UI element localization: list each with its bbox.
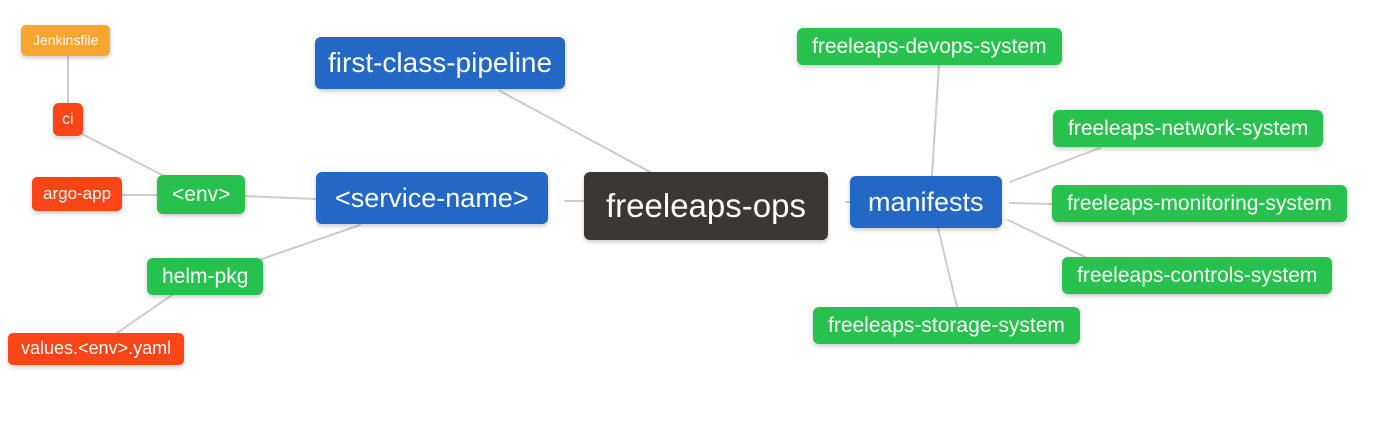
- node-monitoring-system[interactable]: freeleaps-monitoring-system: [1052, 185, 1347, 223]
- node-controls-system[interactable]: freeleaps-controls-system: [1062, 257, 1333, 295]
- edge-manifests-controls-system: [1007, 219, 1086, 258]
- node-manifests[interactable]: manifests: [850, 176, 1002, 229]
- node-first-class-pipeline[interactable]: first-class-pipeline: [315, 37, 566, 89]
- node-service-name[interactable]: <service-name>: [316, 172, 548, 225]
- edge-ci-env: [81, 133, 169, 179]
- node-values-env-yaml[interactable]: values.<env>.yaml: [8, 333, 185, 365]
- node-devops-system[interactable]: freeleaps-devops-system: [797, 28, 1062, 66]
- edge-first-class-pipeline-freeleaps-ops: [499, 90, 651, 173]
- node-storage-system[interactable]: freeleaps-storage-system: [813, 307, 1080, 345]
- edge-helm-pkg-service-name: [261, 224, 361, 260]
- node-ci[interactable]: ci: [53, 103, 83, 137]
- node-freeleaps-ops[interactable]: freeleaps-ops: [584, 172, 828, 240]
- edge-manifests-monitoring-system: [1009, 202, 1053, 205]
- edge-values-env-yaml-helm-pkg: [116, 294, 173, 334]
- edge-manifests-network-system: [1009, 147, 1101, 183]
- node-env[interactable]: <env>: [157, 175, 246, 215]
- edge-manifests-storage-system: [937, 227, 958, 308]
- edge-manifests-devops-system: [931, 63, 940, 177]
- node-helm-pkg[interactable]: helm-pkg: [147, 258, 264, 296]
- node-network-system[interactable]: freeleaps-network-system: [1053, 110, 1324, 148]
- node-jenkinsfile[interactable]: Jenkinsfile: [21, 25, 111, 56]
- edge-env-service-name: [242, 195, 317, 200]
- node-argo-app[interactable]: argo-app: [32, 177, 123, 212]
